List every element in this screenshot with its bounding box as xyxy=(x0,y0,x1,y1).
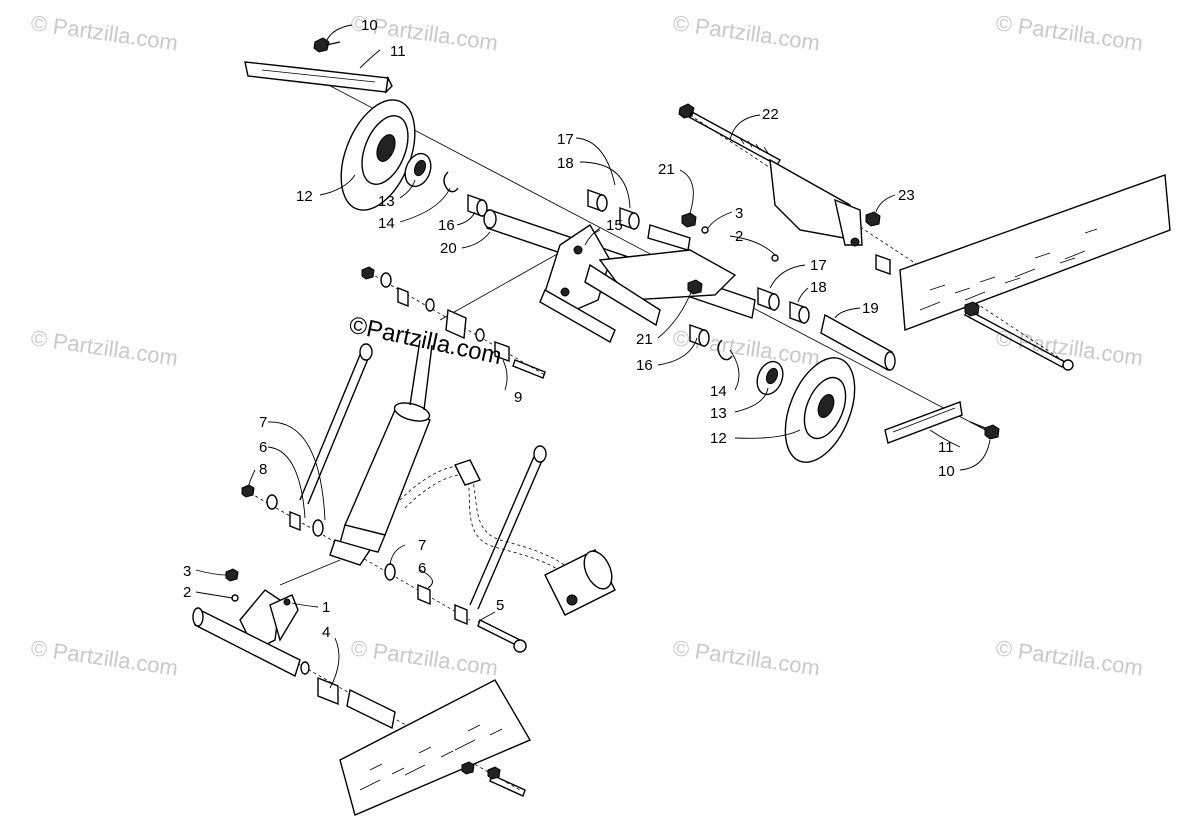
callout-16-top: 16 xyxy=(438,217,455,234)
callout-1: 1 xyxy=(322,599,330,616)
watermark: © Partzilla.com xyxy=(349,635,499,680)
center-watermark: ©Partzilla.com xyxy=(347,311,504,370)
callout-11-top: 11 xyxy=(390,43,406,60)
nut-21-upper xyxy=(681,212,697,228)
shock-absorber xyxy=(329,339,433,566)
watermark: © Partzilla.com xyxy=(29,325,179,370)
leader-lines xyxy=(195,24,991,689)
callout-5: 5 xyxy=(496,597,504,614)
callout-15: 15 xyxy=(606,217,623,234)
control-rod-right xyxy=(469,445,547,610)
callout-20: 20 xyxy=(440,240,457,257)
control-rod-left xyxy=(299,343,373,505)
callout-4: 4 xyxy=(322,624,330,641)
watermark: © Partzilla.com xyxy=(671,635,821,680)
bolt-bottom xyxy=(969,421,1000,440)
callout-14-top: 14 xyxy=(378,215,395,232)
callout-13-bottom: 13 xyxy=(710,405,727,422)
callout-3-bottom: 3 xyxy=(183,563,191,580)
callout-21-bottom: 21 xyxy=(636,331,653,348)
spacer-upper xyxy=(467,194,488,217)
grease-fitting-lower xyxy=(225,568,239,602)
shaft-19 xyxy=(820,313,896,372)
callout-3-top: 3 xyxy=(735,205,743,222)
callout-19: 19 xyxy=(862,300,879,317)
callout-14-bottom: 14 xyxy=(710,383,727,400)
watermark: © Partzilla.com xyxy=(994,10,1144,55)
snap-ring-lower xyxy=(717,339,733,361)
rear-arm-bracket xyxy=(539,224,737,344)
bearing-lower xyxy=(756,360,784,396)
reservoir xyxy=(544,549,616,616)
callout-21-top: 21 xyxy=(658,161,675,178)
callout-18-top: 18 xyxy=(557,155,574,172)
callout-13-top: 13 xyxy=(378,193,395,210)
callout-17-bottom: 17 xyxy=(810,257,827,274)
callout-7-right: 7 xyxy=(418,537,426,554)
callout-17-top: 17 xyxy=(557,131,574,148)
callout-10-bottom: 10 xyxy=(938,463,955,480)
bearing-upper xyxy=(404,152,432,188)
callout-10-top: 10 xyxy=(361,17,378,34)
bushings-lower xyxy=(757,286,810,324)
callout-8: 8 xyxy=(259,461,267,478)
snap-ring-upper xyxy=(443,171,459,193)
callout-9: 9 xyxy=(514,389,522,406)
watermark: © Partzilla.com xyxy=(994,635,1144,680)
spacer-right xyxy=(875,254,891,275)
nut-21-lower xyxy=(687,279,703,295)
callout-6-left: 6 xyxy=(259,439,267,456)
callout-18-bottom: 18 xyxy=(810,279,827,296)
idler-wheel-lower xyxy=(784,357,856,463)
watermark: © Partzilla.com xyxy=(29,10,179,55)
callout-16-bottom: 16 xyxy=(636,357,653,374)
bushings-upper xyxy=(587,189,640,230)
callout-2-bottom: 2 xyxy=(183,584,191,601)
callout-7-left: 7 xyxy=(259,414,267,431)
slide-rail-front xyxy=(339,679,532,816)
watermark: © Partzilla.com xyxy=(671,10,821,55)
slide-plate-bottom xyxy=(884,401,963,444)
watermark: © Partzilla.com xyxy=(29,635,179,680)
callout-12-top: 12 xyxy=(296,188,313,205)
callout-12-bottom: 12 xyxy=(710,430,727,447)
front-arm-bracket xyxy=(192,589,301,678)
callout-11-bottom: 11 xyxy=(938,439,954,456)
nut-23 xyxy=(865,211,881,227)
spacer-lower xyxy=(689,324,710,347)
reservoir-hose xyxy=(399,459,571,577)
front-shaft-bushing xyxy=(300,661,396,730)
bolt-top xyxy=(313,37,341,53)
callout-22: 22 xyxy=(762,106,779,123)
callout-labels: 10 11 12 13 14 16 20 15 17 18 21 3 2 22 … xyxy=(183,17,955,641)
slide-plate-top xyxy=(244,61,393,94)
side-bracket xyxy=(769,158,863,247)
callout-6-right: 6 xyxy=(418,560,426,577)
rail-bolt xyxy=(964,301,1074,371)
shock-upper-hardware xyxy=(361,266,546,379)
callout-2-top: 2 xyxy=(735,228,743,245)
callout-23: 23 xyxy=(898,187,915,204)
slide-rail-right xyxy=(899,174,1171,331)
